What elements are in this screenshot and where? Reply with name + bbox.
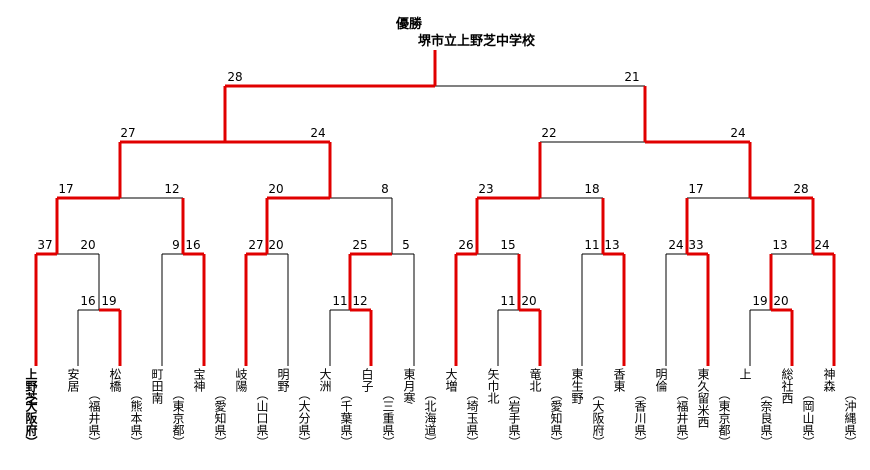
- score-label: 17: [58, 182, 73, 196]
- score-label: 33: [688, 238, 703, 252]
- team-prefecture: （愛知県）: [549, 388, 563, 448]
- score-label: 20: [80, 238, 95, 252]
- team-prefecture: （大分県）: [297, 388, 311, 448]
- score-label: 19: [752, 294, 767, 308]
- score-label: 16: [80, 294, 95, 308]
- champion-label: 優勝: [396, 17, 423, 32]
- team-name: 香東: [612, 368, 626, 392]
- score-label: 28: [227, 70, 242, 84]
- score-label: 20: [521, 294, 536, 308]
- score-label: 12: [164, 182, 179, 196]
- score-label: 21: [624, 70, 639, 84]
- team-name: 町田南: [150, 368, 164, 404]
- team-name: 東月寒: [402, 368, 416, 404]
- team-prefecture: （奈良県）: [759, 388, 773, 448]
- team-prefecture: （東京都）: [171, 388, 185, 448]
- champion-school-name: 堺市立上野芝中学校: [418, 34, 536, 49]
- score-label: 22: [541, 126, 556, 140]
- score-label: 11: [584, 238, 599, 252]
- team-name: 上野芝: [24, 368, 38, 404]
- team-prefecture: （大阪府）: [24, 388, 38, 448]
- score-label: 27: [248, 238, 263, 252]
- team-prefecture: （埼玉県）: [465, 388, 479, 448]
- score-label: 11: [332, 294, 347, 308]
- team-name: 矢巾北: [486, 368, 500, 404]
- team-prefecture: （千葉県）: [339, 388, 353, 448]
- team-name: 大洲: [318, 368, 332, 392]
- score-label: 20: [268, 182, 283, 196]
- score-label: 17: [688, 182, 703, 196]
- team-name: 東久留米西: [696, 368, 710, 428]
- score-label: 37: [37, 238, 52, 252]
- score-label: 20: [773, 294, 788, 308]
- team-prefecture: （沖縄県）: [843, 388, 857, 448]
- team-prefecture: （福井県）: [675, 388, 689, 448]
- team-name: 上: [738, 368, 752, 380]
- score-label: 18: [584, 182, 599, 196]
- score-label: 19: [101, 294, 116, 308]
- team-name: 松橋: [108, 368, 122, 392]
- score-label: 5: [402, 238, 410, 252]
- score-label: 8: [381, 182, 389, 196]
- team-name: 神森: [822, 368, 836, 392]
- team-name: 安居: [66, 368, 80, 392]
- team-prefecture: （熊本県）: [129, 388, 143, 448]
- score-label: 13: [772, 238, 787, 252]
- team-prefecture: （岡山県）: [801, 388, 815, 448]
- team-prefecture: （東京都）: [717, 388, 731, 448]
- score-label: 24: [668, 238, 683, 252]
- score-label: 26: [458, 238, 473, 252]
- team-name: 竜北: [528, 368, 542, 392]
- score-label: 11: [500, 294, 515, 308]
- score-label: 23: [478, 182, 493, 196]
- team-name: 明倫: [654, 368, 668, 392]
- team-prefecture: （三重県）: [381, 388, 395, 448]
- score-label: 20: [268, 238, 283, 252]
- score-label: 28: [793, 182, 808, 196]
- score-label: 15: [500, 238, 515, 252]
- score-label: 24: [310, 126, 325, 140]
- team-name: 大増: [444, 368, 458, 392]
- team-name: 明野: [276, 368, 290, 392]
- team-prefecture: （福井県）: [87, 388, 101, 448]
- team-name: 宝神: [192, 368, 206, 392]
- score-label: 12: [352, 294, 367, 308]
- team-name: 総社西: [780, 368, 794, 404]
- score-label: 24: [730, 126, 745, 140]
- score-label: 24: [814, 238, 829, 252]
- score-label: 13: [604, 238, 619, 252]
- score-label: 9: [172, 238, 180, 252]
- team-name: 白子: [360, 368, 374, 392]
- score-label: 25: [352, 238, 367, 252]
- team-name: 東生野: [570, 368, 584, 404]
- score-label: 16: [185, 238, 200, 252]
- team-prefecture: （山口県）: [255, 388, 269, 448]
- team-name: 岐陽: [234, 368, 248, 392]
- team-prefecture: （愛知県）: [213, 388, 227, 448]
- team-prefecture: （北海道）: [423, 388, 437, 448]
- team-prefecture: （香川県）: [633, 388, 647, 448]
- score-label: 27: [120, 126, 135, 140]
- team-prefecture: （大阪府）: [591, 388, 605, 448]
- team-prefecture: （岩手県）: [507, 388, 521, 448]
